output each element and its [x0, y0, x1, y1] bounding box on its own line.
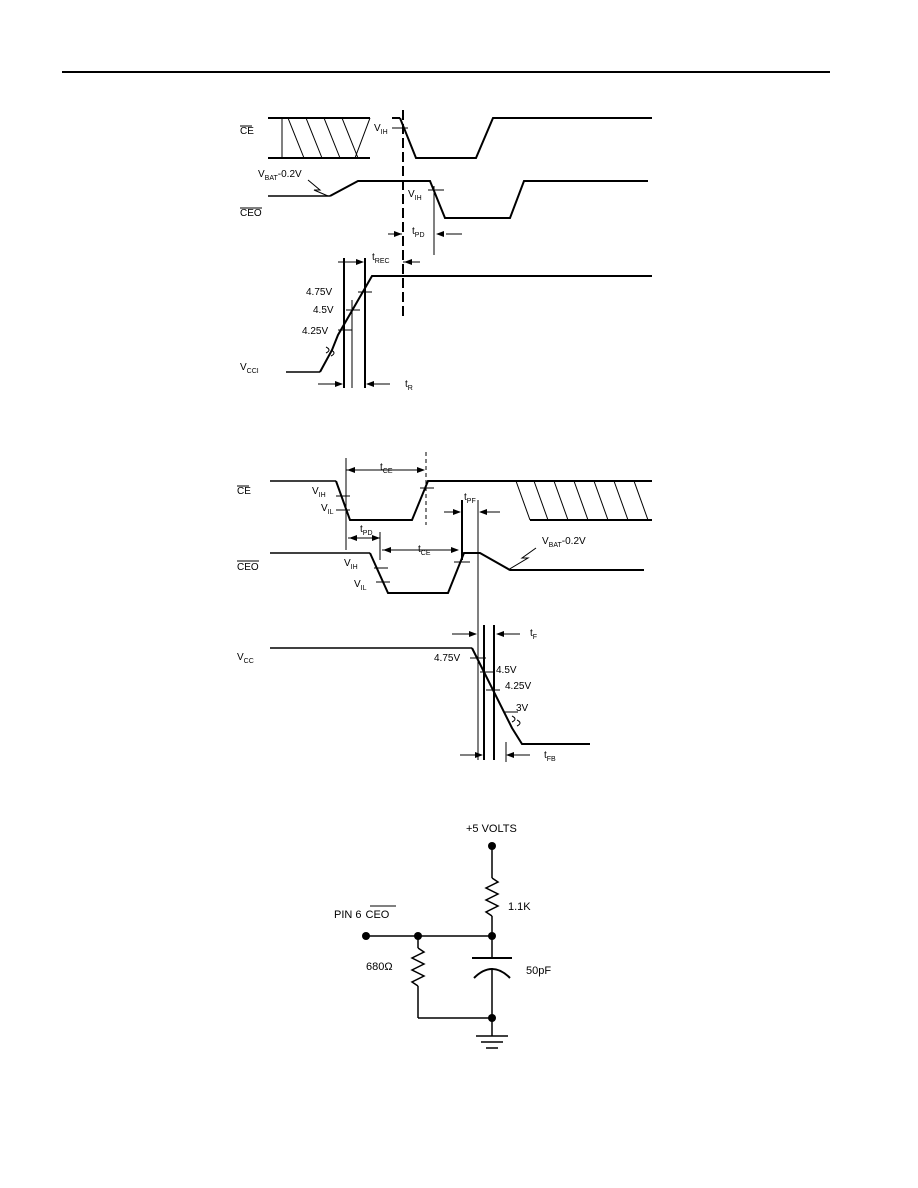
ceo-label: CEO: [240, 208, 262, 219]
v45-label-2: 4.5V: [496, 665, 517, 676]
resistor-1-1k: [484, 877, 500, 917]
resistor-2-680: [410, 947, 426, 987]
vcci-label: VCCI: [240, 362, 259, 375]
vih-ce-label: VIH: [374, 123, 388, 136]
v3-label: 3V: [516, 703, 529, 714]
v475-label-2: 4.75V: [434, 653, 460, 664]
power-up-timing-diagram: CE VIH VBAT-0.2V CEO VIH tPD tREC: [240, 110, 652, 392]
tpf-label: tPF: [464, 492, 476, 505]
vil-ce-label-2: VIL: [321, 503, 334, 516]
vil-ceo-label-2: VIL: [354, 579, 367, 592]
vcc-waveform: [270, 647, 590, 745]
vih-ce-label-2: VIH: [312, 486, 326, 499]
v425-label: 4.25V: [302, 326, 328, 337]
vbat-pointer-arrow-2: [507, 547, 537, 571]
ce-waveform: [268, 117, 652, 159]
v475-label: 4.75V: [306, 287, 332, 298]
ground-icon: [476, 1035, 508, 1049]
vbat-pointer-arrow: [307, 179, 329, 197]
tpd-label: tPD: [412, 226, 425, 239]
capacitor-label: 50pF: [526, 965, 551, 977]
supply-label: +5 VOLTS: [466, 823, 517, 835]
ceo-waveform: [268, 180, 648, 219]
ceo-label-2: CEO: [237, 562, 259, 573]
ceo-waveform-2: [270, 552, 644, 594]
tce-top-label: tCE: [380, 462, 393, 475]
power-down-timing-diagram: CE VIH VIL tCE tPF tPD tCE: [237, 452, 652, 763]
tf-label: tF: [530, 628, 537, 641]
v45-label: 4.5V: [313, 305, 334, 316]
ce-label: CE: [240, 126, 254, 137]
tce-middle-label: tCE: [418, 544, 431, 557]
vih-ceo-label: VIH: [408, 189, 422, 202]
vih-ceo-label-2: VIH: [344, 558, 358, 571]
vcci-waveform: [286, 275, 652, 373]
vbat-label-2: VBAT-0.2V: [542, 536, 586, 549]
resistor-1-label: 1.1K: [508, 901, 531, 913]
tpd-label-2: tPD: [360, 524, 373, 537]
trec-label: tREC: [372, 252, 390, 265]
tfb-label: tFB: [544, 750, 556, 763]
tr-label: tR: [405, 379, 413, 392]
ce-label-2: CE: [237, 486, 251, 497]
v425-label-2: 4.25V: [505, 681, 531, 692]
ce-waveform-2: [270, 480, 652, 521]
vbat-label: VBAT-0.2V: [258, 169, 302, 182]
resistor-2-label: 680Ω: [366, 961, 393, 973]
vcc-label: VCC: [237, 652, 254, 665]
